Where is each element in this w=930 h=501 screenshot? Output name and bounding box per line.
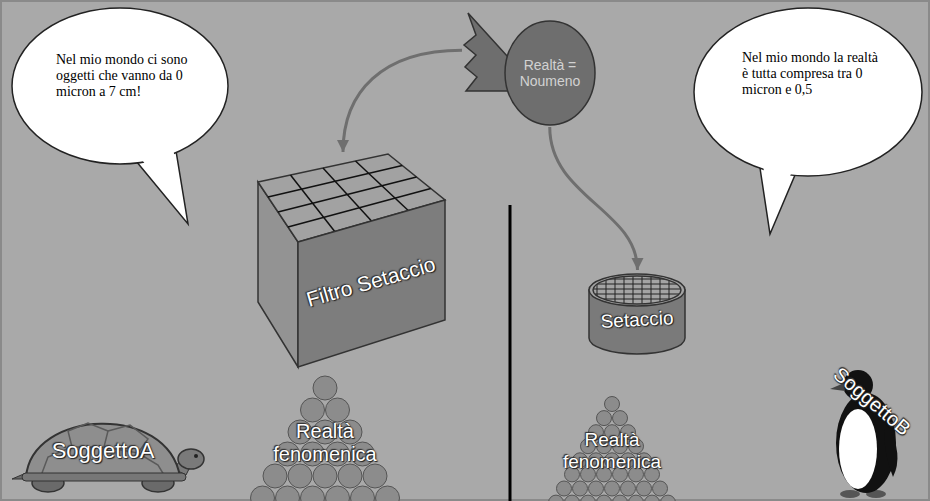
node-text: Realtà = Noumeno [512, 57, 588, 89]
tortoise-subject: SoggettoA [8, 395, 208, 495]
divider-line [509, 205, 512, 501]
phenomenal-pile: Realtà fenomenica [545, 395, 680, 501]
round-sieve: Setaccio [585, 270, 690, 365]
node-text: Nel mio mondo la realtà è tutta compresa… [742, 50, 882, 98]
speech-bubble: Nel mio mondo ci sono oggetti che vanno … [8, 4, 233, 229]
arrow-head [632, 258, 644, 270]
filter-box: Filtro Setaccio [248, 152, 448, 372]
node-outline [690, 4, 926, 239]
node-text: SoggettoA [28, 438, 178, 463]
arrow-connector [550, 127, 644, 270]
connector-line [343, 50, 462, 152]
node-text: Nel mio mondo ci sono oggetti che vanno … [56, 52, 196, 100]
arrow-connector [337, 50, 462, 152]
node-outline [8, 4, 233, 229]
noumenon-fish: Realtà = Noumeno [462, 5, 597, 127]
arrow-head [337, 140, 349, 152]
node-text: Realtà fenomenica [556, 429, 668, 473]
node-text: Realtà fenomenica [266, 420, 384, 466]
speech-bubble: Nel mio mondo la realtà è tutta compresa… [690, 4, 926, 239]
penguin-subject: SoggettoB [800, 345, 925, 500]
connector-line [550, 127, 638, 270]
phenomenal-pile: Realtà fenomenica [250, 375, 400, 501]
